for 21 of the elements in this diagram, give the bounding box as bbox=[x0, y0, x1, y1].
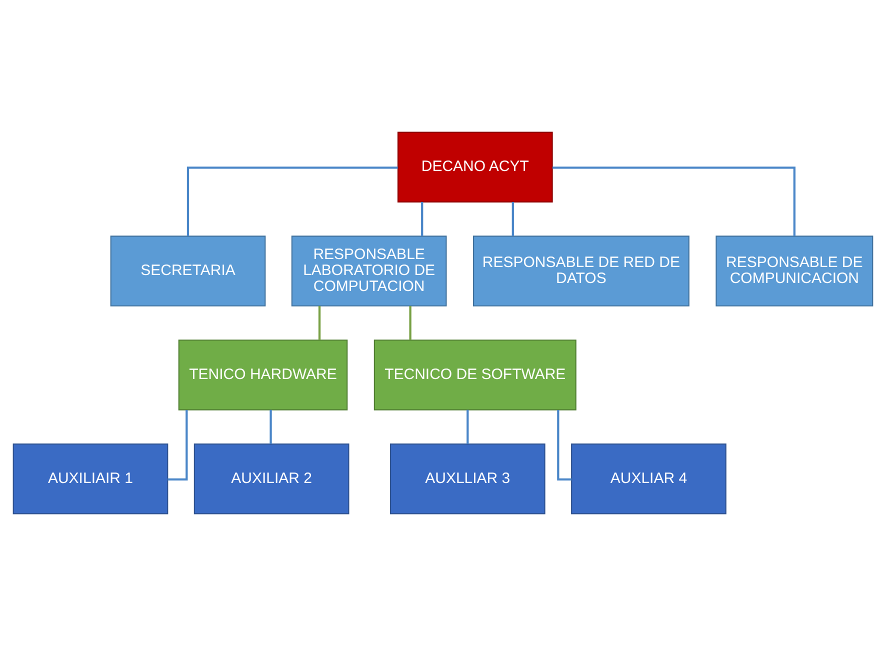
node-box: AUXLIAR 4 bbox=[571, 443, 726, 514]
node-box: TENICO HARDWARE bbox=[178, 339, 348, 410]
connector bbox=[409, 305, 412, 340]
node-box: AUXILIAR 2 bbox=[194, 443, 350, 514]
node-box: RESPONSABLE DE RED DE DATOS bbox=[473, 235, 690, 306]
node-box: SECRETARIA bbox=[110, 235, 266, 306]
node-box: TECNICO DE SOFTWARE bbox=[374, 339, 576, 410]
node-box: RESPONSABLE LABORATORIO DE COMPUTACION bbox=[291, 235, 447, 306]
connector bbox=[557, 410, 572, 480]
node-box: DECANO ACYT bbox=[397, 131, 553, 202]
node-box: AUXLLIAR 3 bbox=[390, 443, 546, 514]
connector bbox=[552, 166, 796, 236]
node-box: AUXILIAIR 1 bbox=[12, 443, 168, 514]
connector bbox=[466, 409, 469, 444]
node-box: RESPONSABLE DE COMPUNICACION bbox=[716, 235, 874, 306]
connector bbox=[421, 202, 424, 236]
connector bbox=[512, 202, 514, 236]
connector bbox=[318, 305, 321, 340]
connector bbox=[186, 166, 398, 236]
connector bbox=[168, 410, 188, 480]
connector bbox=[270, 409, 272, 444]
